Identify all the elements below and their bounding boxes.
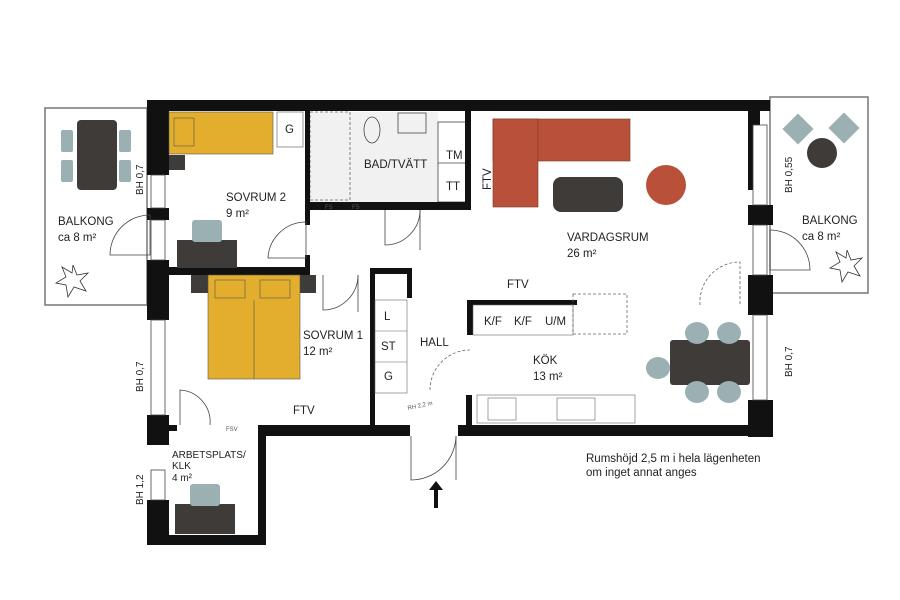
window-height: BH 1,2	[135, 474, 146, 505]
room-name: HALL	[420, 337, 449, 349]
room-name: BALKONG	[58, 216, 114, 228]
room-area: 26 m²	[567, 248, 597, 260]
fixture-label: K/F	[514, 316, 532, 328]
bathroom-floor	[309, 111, 469, 204]
room-name: VARDAGSRUM	[567, 232, 649, 244]
room-area: 4 m²	[172, 473, 193, 484]
room-name: BAD/TVÄTT	[364, 159, 427, 171]
room-name: KLK	[172, 461, 191, 472]
room-area: 13 m²	[533, 371, 563, 383]
fixture-label: FTV	[482, 168, 494, 190]
fixture-label: FS	[325, 205, 333, 211]
room-area: 9 m²	[226, 208, 249, 220]
window-height: BH 0,7	[784, 346, 795, 377]
window-height: BH 0,7	[135, 164, 146, 195]
room-area: ca 8 m²	[802, 231, 841, 243]
room-area: ca 8 m²	[58, 232, 97, 244]
room-name: SOVRUM 2	[226, 192, 286, 204]
walls	[147, 100, 773, 545]
fixture-label: FSV	[226, 427, 238, 433]
room-name: SOVRUM 1	[303, 330, 363, 342]
fixture-label: TM	[446, 150, 463, 162]
room-area: 12 m²	[303, 346, 333, 358]
fixture-label: L	[384, 311, 391, 323]
room-name: BALKONG	[802, 215, 858, 227]
room-name: KÖK	[533, 355, 558, 367]
fixture-label: FTV	[293, 405, 315, 417]
fixture-label: FTV	[507, 279, 529, 291]
fixture-label: ST	[381, 341, 396, 353]
window-height: BH 0,55	[784, 156, 795, 193]
window-height: BH 0,7	[135, 361, 146, 392]
windows[interactable]	[150, 124, 768, 501]
fixture-label: G	[384, 371, 393, 383]
ceiling-note: om inget annat anges	[586, 467, 697, 479]
fixture-label: TT	[446, 181, 460, 193]
room-name: ARBETSPLATS/	[172, 450, 246, 461]
plant-icon	[54, 249, 864, 299]
fixture-label: G	[285, 124, 294, 136]
fixture-label: RH 2,2 m	[407, 401, 433, 412]
fixture-label: U/M	[545, 316, 566, 328]
ceiling-note: Rumshöjd 2,5 m i hela lägenheten	[586, 453, 761, 465]
entrance-arrow-icon	[429, 481, 443, 508]
fixture-label: K/F	[484, 316, 502, 328]
doors[interactable]	[109, 209, 811, 481]
fixture-label: FS	[352, 205, 360, 211]
